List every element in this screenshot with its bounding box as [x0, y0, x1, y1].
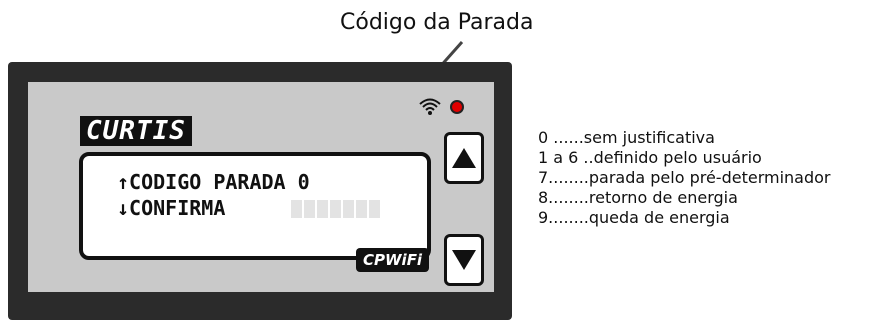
- down-button[interactable]: [444, 234, 484, 286]
- brand-logo: CURTIS: [80, 116, 192, 146]
- legend-item: 1 a 6 ..definido pelo usuário: [538, 148, 762, 167]
- up-button[interactable]: [444, 132, 484, 184]
- annotation-title: Código da Parada: [340, 10, 534, 35]
- legend-item: 9........queda de energia: [538, 208, 730, 227]
- legend-item: 0 ......sem justificativa: [538, 128, 715, 147]
- status-led: [450, 100, 464, 114]
- lcd-blank-cells: [291, 200, 380, 218]
- model-badge: CPWiFi: [356, 248, 430, 272]
- code-legend: 0 ......sem justificativa 1 a 6 ..defini…: [538, 128, 831, 228]
- up-arrow-icon: [452, 148, 476, 168]
- lcd-line-1: ↑CODIGO PARADA 0: [117, 170, 310, 194]
- lcd-line-2: ↓CONFIRMA: [117, 196, 226, 220]
- legend-item: 7........parada pelo pré-determinador: [538, 168, 831, 187]
- wifi-icon: [418, 96, 442, 120]
- legend-item: 8........retorno de energia: [538, 188, 738, 207]
- down-arrow-icon: [452, 250, 476, 270]
- lcd-display: ↑CODIGO PARADA 0 ↓CONFIRMA: [79, 152, 431, 260]
